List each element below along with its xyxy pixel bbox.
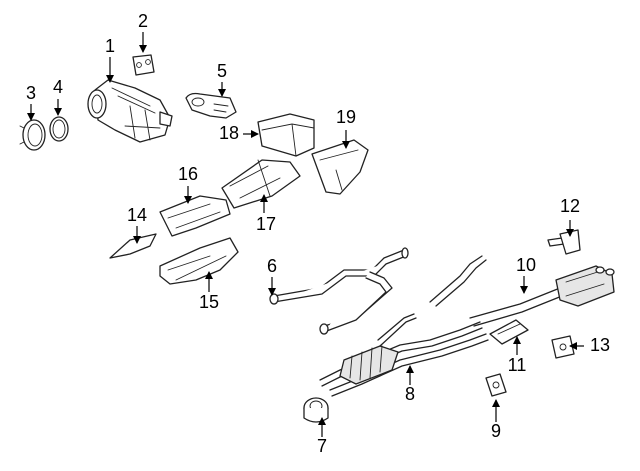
part-6-exhaust-pipe <box>269 247 409 335</box>
callout-7: 7 <box>317 436 327 456</box>
part-17-heat-shield <box>221 159 301 209</box>
callout-15: 15 <box>199 292 219 312</box>
part-2-gasket-plate <box>132 54 155 76</box>
callout-19: 19 <box>336 107 356 127</box>
callout-13: 13 <box>590 335 610 355</box>
part-18-heat-shield <box>257 113 315 157</box>
part-19-heat-shield <box>311 139 369 195</box>
callout-1: 1 <box>105 36 115 56</box>
callout-9: 9 <box>491 421 501 441</box>
callout-labels: 1 2 3 4 5 6 7 8 9 10 11 12 13 14 15 16 1… <box>26 11 610 456</box>
callout-8: 8 <box>405 384 415 404</box>
callout-12: 12 <box>560 196 580 216</box>
part-11-bracket <box>489 319 529 345</box>
part-5-bracket <box>185 92 237 119</box>
callout-5: 5 <box>217 61 227 81</box>
callout-11: 11 <box>508 355 527 375</box>
callout-4: 4 <box>53 77 63 97</box>
part-14-heat-shield <box>109 233 157 259</box>
callout-16: 16 <box>178 164 198 184</box>
callout-10: 10 <box>516 255 536 275</box>
part-7-tip <box>303 397 329 423</box>
callout-6: 6 <box>267 256 277 276</box>
callout-18: 18 <box>219 123 239 143</box>
part-1-catalytic-converter <box>87 79 173 143</box>
leader-lines <box>27 32 584 437</box>
part-12-hanger <box>547 229 581 255</box>
part-16-heat-shield <box>159 195 231 237</box>
callout-2: 2 <box>138 11 148 31</box>
part-3-clamp <box>19 119 46 151</box>
callout-17: 17 <box>256 214 276 234</box>
part-13-mount <box>551 335 575 359</box>
part-9-mount <box>485 373 507 397</box>
part-4-gasket <box>49 116 69 142</box>
callout-3: 3 <box>26 83 36 103</box>
callout-14: 14 <box>127 205 147 225</box>
part-15-heat-shield <box>159 237 239 285</box>
part-10-rear-muffler <box>429 255 615 327</box>
